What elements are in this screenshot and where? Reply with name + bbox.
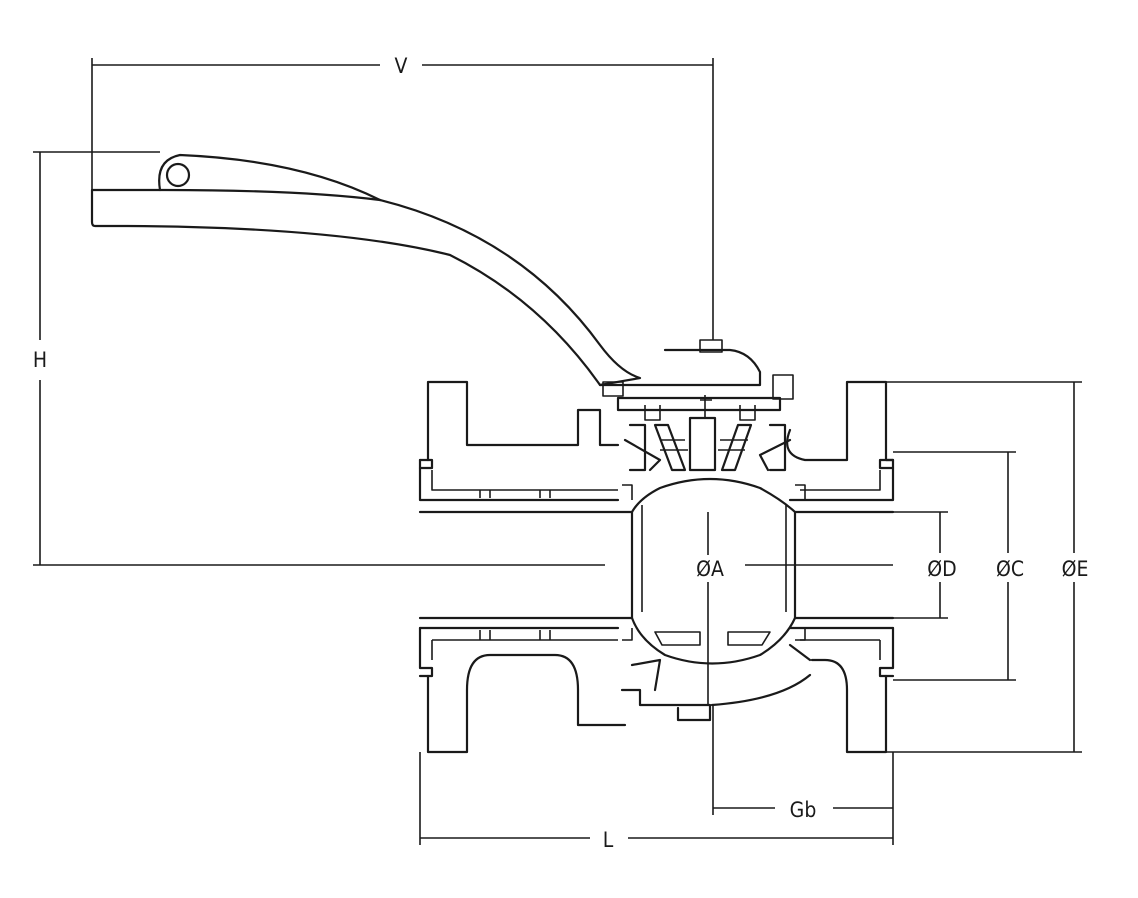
dim-label-e: ØE	[1062, 557, 1089, 581]
dim-label-l: L	[603, 828, 614, 852]
dim-label-v: V	[395, 54, 408, 78]
valve-body	[418, 380, 895, 754]
bonnet-assembly	[602, 374, 794, 472]
dim-label-d: ØD	[927, 557, 956, 581]
lever-handle	[90, 153, 762, 387]
dim-label-c: ØC	[996, 557, 1024, 581]
dim-label-a: ØA	[696, 557, 724, 581]
bore-and-ball	[418, 477, 895, 665]
dim-label-h: H	[33, 348, 47, 372]
dimension-lines	[33, 58, 1082, 845]
stem-nut	[699, 339, 723, 353]
dim-label-gb: Gb	[790, 798, 817, 822]
lever-hole	[165, 162, 191, 188]
